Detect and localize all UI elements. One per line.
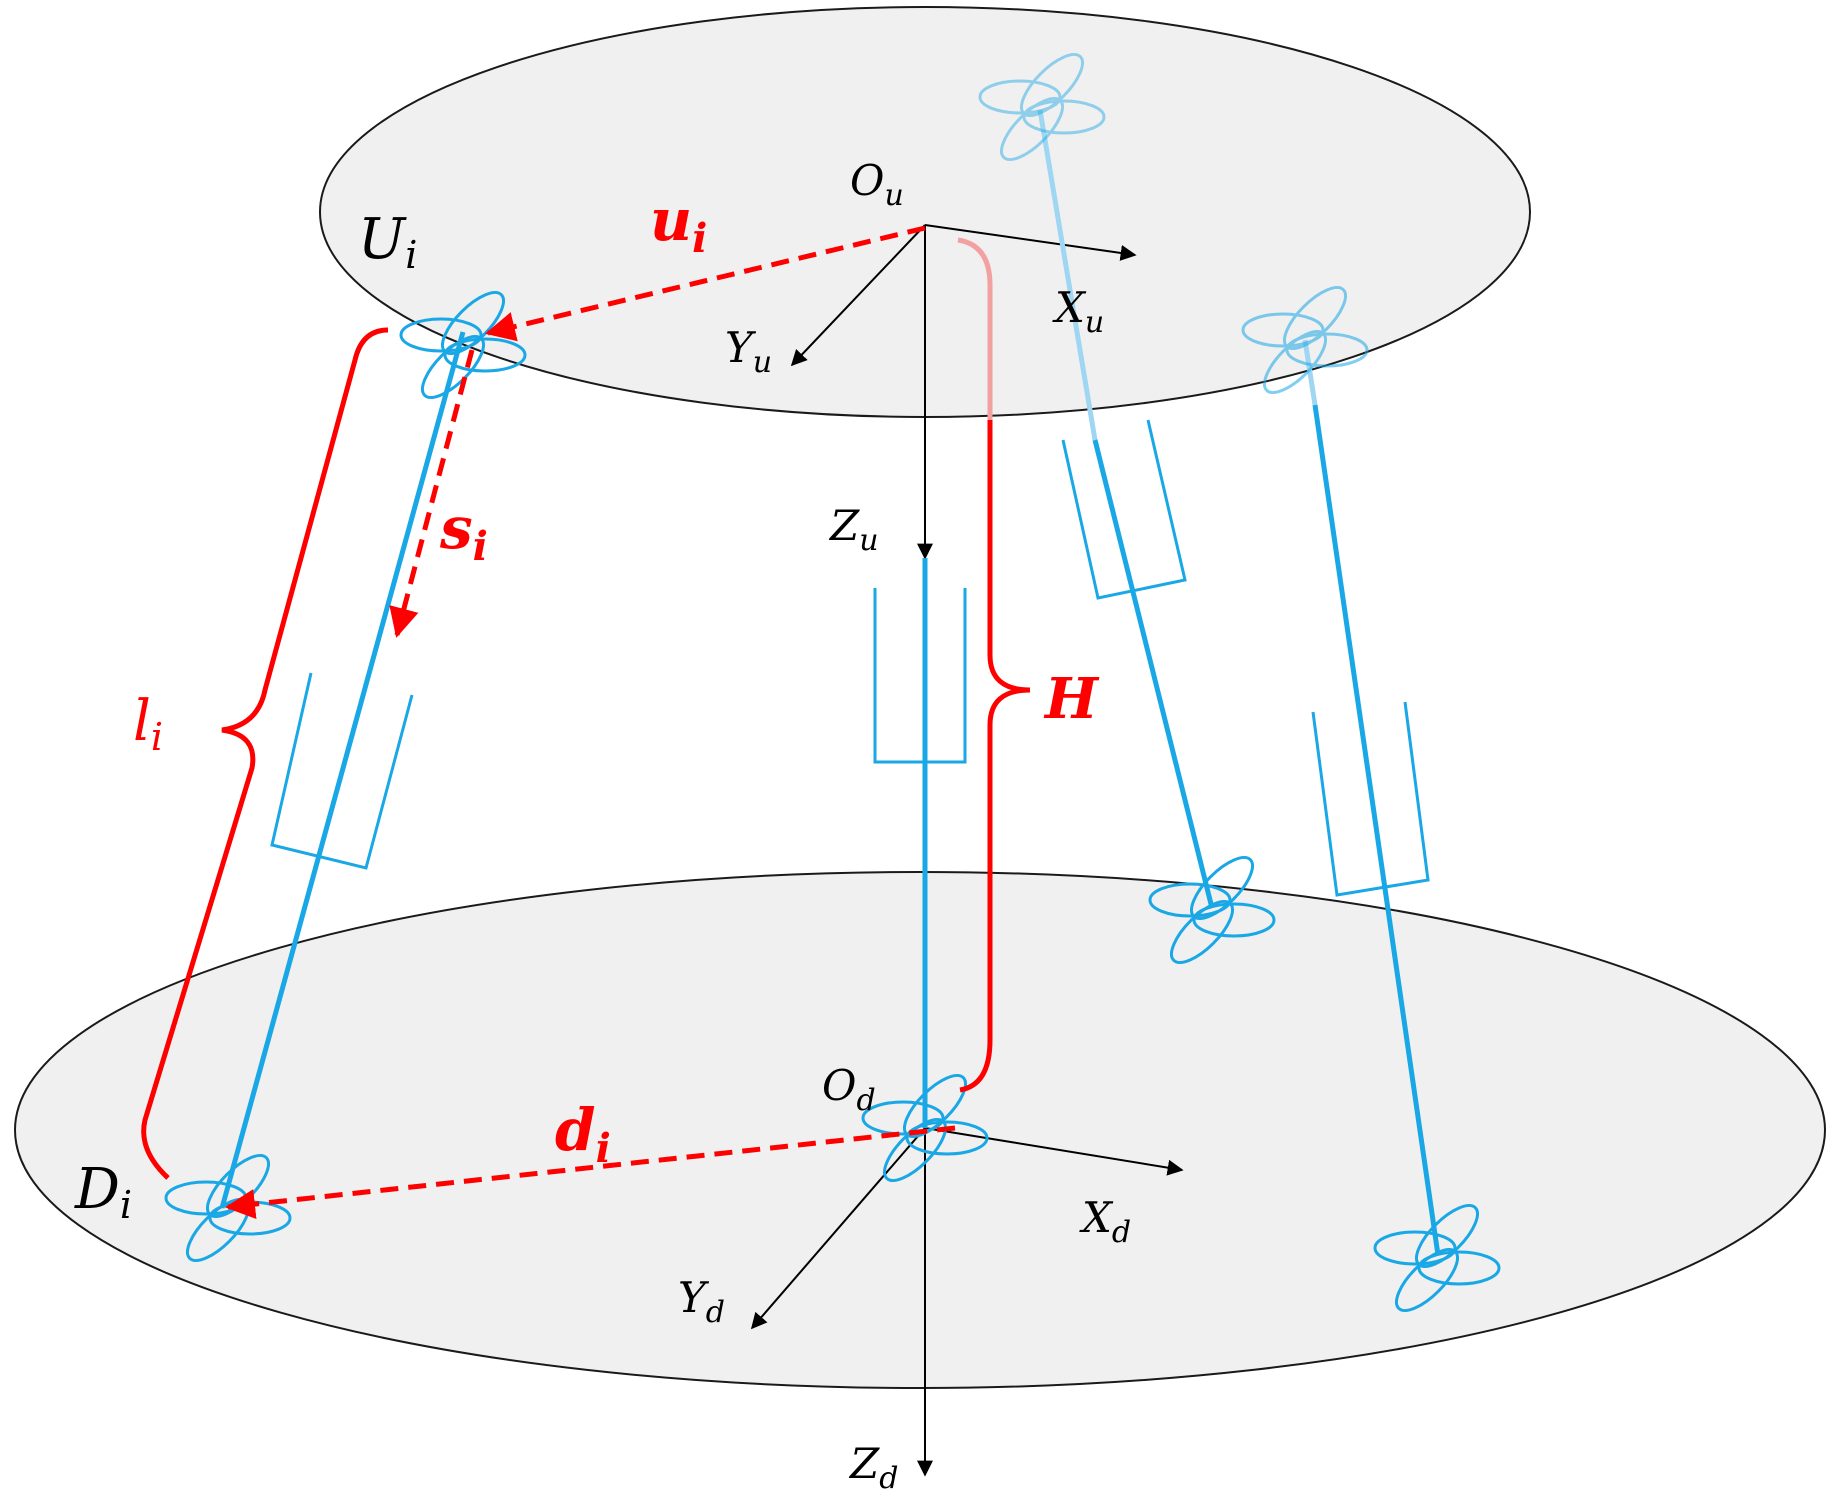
- vector-u-i: [485, 225, 926, 342]
- leg-length-bracket: [141, 327, 389, 1180]
- upper-y-label: Yu: [725, 323, 772, 380]
- height-bracket: [957, 237, 1031, 1093]
- lower-z-label: Zd: [848, 1439, 898, 1496]
- height-label: H: [1043, 666, 1100, 732]
- vectors: [225, 225, 956, 1219]
- actuator-cylinder-icon: [1311, 701, 1430, 897]
- vector-d-i: [225, 1125, 956, 1219]
- upper-x-label: Xu: [1052, 283, 1104, 340]
- leg-upper-right: [978, 43, 1276, 974]
- upper-joint-label: Ui: [358, 207, 417, 277]
- leg-rod-faded: [1037, 109, 1098, 441]
- leg-i: [164, 281, 527, 1272]
- lower-x-axis: [924, 1127, 1184, 1176]
- upper-origin-label: Ou: [850, 156, 904, 213]
- leg-length-label: li: [133, 689, 163, 759]
- actuator-cylinder-icon: [873, 588, 967, 764]
- lower-origin-label: Od: [822, 1061, 876, 1118]
- height-bracket-faded: [957, 237, 993, 420]
- vector-s-label: si: [439, 494, 488, 570]
- height-bracket-line: [959, 420, 1031, 1093]
- actuator-cylinder-icon: [270, 672, 414, 870]
- lower-y-axis: [750, 1127, 926, 1330]
- vector-u-label: ui: [650, 186, 707, 262]
- vector-d-label: di: [555, 1096, 611, 1172]
- vector-s-i: [389, 349, 475, 638]
- upper-x-axis: [924, 224, 1137, 261]
- upper-frame-axes: [790, 224, 1137, 560]
- labels: Ou Xu Yu Zu Od Xd Yd Zd Ui Di ui si di l…: [74, 156, 1131, 1496]
- lower-x-label: Xd: [1079, 1193, 1131, 1250]
- lower-joint-label: Di: [74, 1157, 132, 1227]
- leg-right: [1241, 276, 1501, 1322]
- upper-z-label: Zu: [828, 501, 879, 558]
- upper-y-axis: [790, 224, 926, 367]
- lower-frame-axes: [750, 1127, 1184, 1477]
- leg-rod-faded: [1302, 339, 1318, 406]
- leg-center: [861, 558, 989, 1192]
- leg-rod: [1092, 439, 1215, 909]
- lower-y-label: Yd: [678, 1273, 725, 1330]
- leg-rod: [1312, 404, 1441, 1256]
- actuator-cylinder-icon: [1061, 419, 1187, 600]
- leg-rod: [219, 331, 466, 1209]
